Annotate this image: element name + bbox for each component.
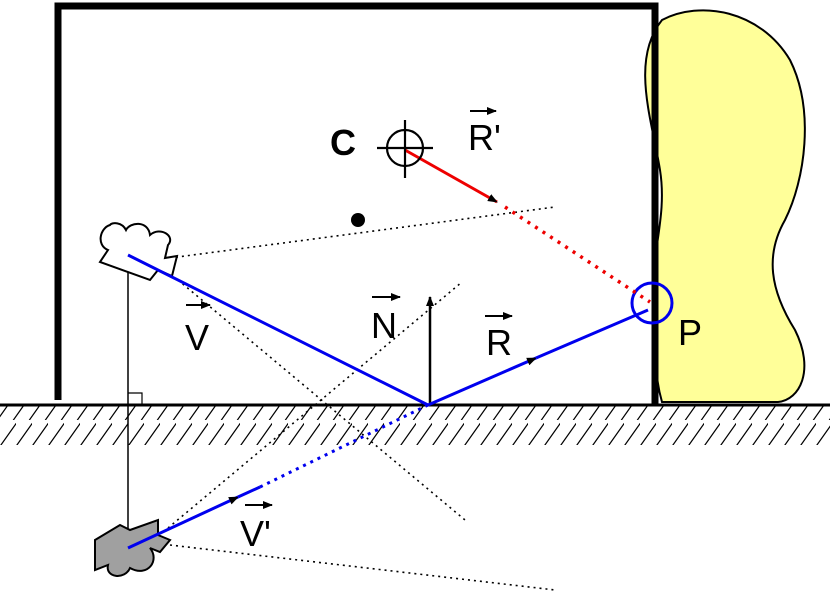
label-p: P <box>678 312 702 353</box>
crosshair-icon <box>377 120 433 178</box>
label-v-prime-group: V' <box>240 501 273 554</box>
vector-v-prime-ray <box>237 485 261 499</box>
label-n-group: N <box>371 293 401 346</box>
label-v-group: V <box>185 301 211 358</box>
label-n: N <box>371 305 397 346</box>
label-r-group: R <box>485 312 513 363</box>
vector-v-prime-arrow <box>127 495 239 550</box>
label-r: R <box>486 322 512 363</box>
label-c: C <box>330 122 356 163</box>
vector-r-ray <box>535 308 649 360</box>
label-r-prime: R' <box>468 117 501 158</box>
camera-icon <box>98 222 179 282</box>
right-angle-marker <box>128 392 143 405</box>
room-wall <box>54 2 659 405</box>
point-p-marker <box>630 281 674 325</box>
frustum-lines <box>167 206 556 591</box>
vector-v-ray <box>127 253 429 407</box>
label-v-prime: V' <box>240 513 271 554</box>
ground-hatch <box>0 405 830 445</box>
label-r-prime-group: R' <box>468 107 501 158</box>
mirror-camera-icon <box>94 518 172 577</box>
label-v: V <box>185 317 209 358</box>
reflected-object-blob <box>644 9 806 403</box>
vector-r-arrow <box>427 356 537 407</box>
focal-dot <box>351 213 365 227</box>
vector-r-prime-dotted <box>504 205 651 304</box>
